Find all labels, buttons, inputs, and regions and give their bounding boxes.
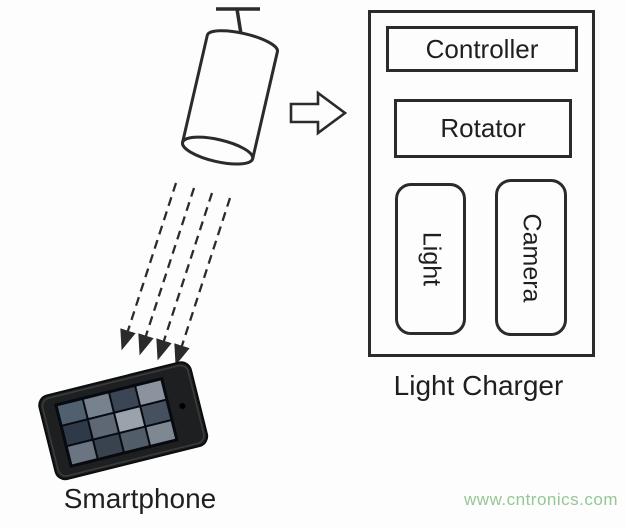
light-source-cylinder-icon	[181, 29, 279, 166]
flow-arrow-icon	[289, 90, 348, 136]
ceiling-mount	[216, 7, 260, 35]
light-ray	[174, 197, 232, 366]
light-charger-box: Controller Rotator Light Camera	[368, 10, 595, 357]
light-ray	[138, 187, 196, 356]
camera-label: Camera	[517, 213, 546, 302]
light-charger-caption: Light Charger	[393, 370, 564, 401]
light-label: Light	[417, 231, 445, 287]
light-rays-dashed-arrows	[120, 182, 232, 366]
smartphone-image	[38, 361, 209, 481]
controller-label: Controller	[425, 33, 539, 64]
camera-box: Camera	[495, 179, 567, 336]
light-ray	[156, 192, 214, 361]
light-box: Light	[395, 183, 466, 335]
controller-box: Controller	[386, 26, 578, 72]
watermark-text: www.cntronics.com	[464, 490, 618, 509]
smartphone-caption: Smartphone	[63, 483, 217, 514]
rotator-box: Rotator	[394, 99, 572, 158]
rotator-label: Rotator	[440, 113, 526, 143]
light-ray	[120, 182, 178, 351]
